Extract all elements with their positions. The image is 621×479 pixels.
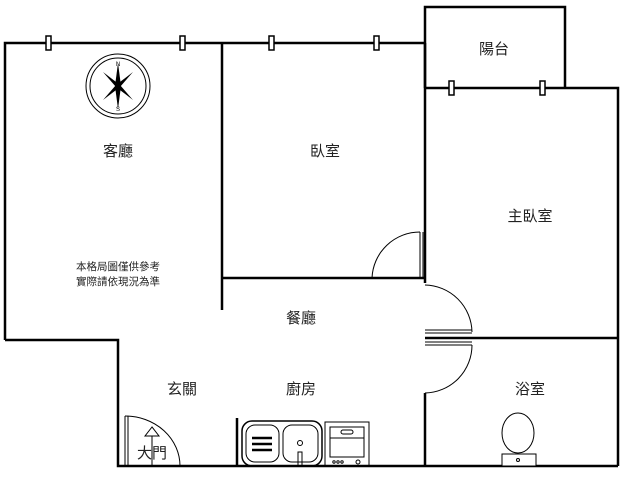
svg-text:N: N: [116, 62, 120, 68]
room-labels: 客廳 臥室 陽台 主臥室 餐廳 玄關 廚房 浴室 大門 本格局圖僅供參考 實際請…: [76, 41, 553, 462]
master-bedroom-door: [424, 284, 473, 333]
label-bathroom: 浴室: [515, 381, 545, 398]
label-entrance: 玄關: [167, 381, 197, 398]
windows: [45, 35, 546, 96]
label-balcony: 陽台: [479, 41, 509, 58]
compass-icon: N S: [85, 53, 151, 119]
disclaimer-line-2: 實際請依現況為準: [76, 275, 160, 288]
label-bedroom: 臥室: [310, 143, 340, 160]
svg-text:S: S: [116, 107, 120, 113]
disclaimer-line-1: 本格局圖僅供參考: [76, 260, 160, 273]
label-living-room: 客廳: [103, 142, 133, 160]
main-door: [124, 415, 181, 467]
stove: [324, 421, 370, 467]
label-dining: 餐廳: [286, 309, 316, 327]
bedroom-door: [371, 231, 421, 279]
bathroom-door: [424, 344, 473, 394]
doors: [124, 231, 473, 467]
label-kitchen: 廚房: [286, 380, 316, 398]
entry-arrow-icon: [143, 426, 161, 466]
kitchen-sink: [241, 420, 323, 467]
label-master-bedroom: 主臥室: [507, 208, 552, 225]
label-main-door: 大門: [137, 445, 167, 462]
toilet: [501, 412, 537, 467]
